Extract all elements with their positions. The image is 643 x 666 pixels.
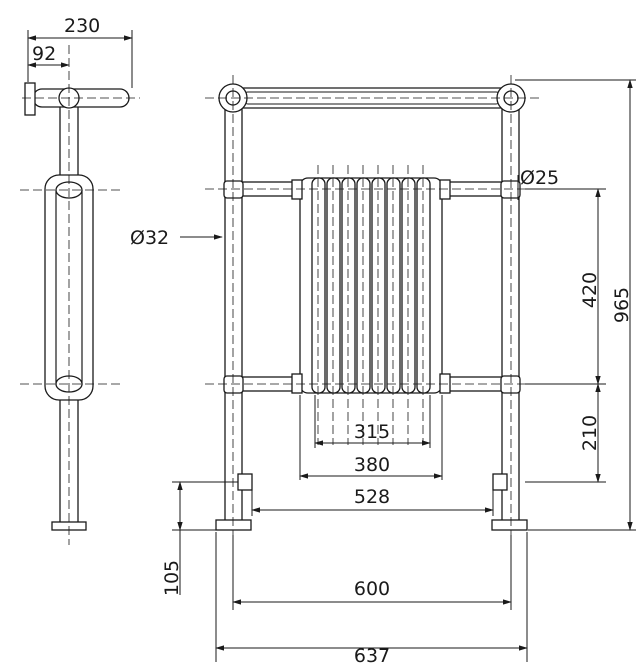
upper-left-collar (223, 180, 244, 199)
dimension-label-528: 528 (354, 486, 390, 508)
dimension-label-connection-diameter: Ø25 (520, 167, 559, 189)
dimension-label-965: 965 (611, 287, 633, 323)
right-valve (492, 473, 508, 491)
dimension-label-420: 420 (579, 272, 601, 308)
dimension-label-380: 380 (354, 454, 390, 476)
right-foot (491, 519, 528, 531)
dimensions: Ø32 Ø25 965 420 210 315 380 (130, 79, 636, 666)
lower-left-nut (291, 373, 303, 394)
right-leg (501, 99, 520, 526)
dimension-label-600: 600 (354, 578, 390, 600)
side-view: 230 92 (20, 15, 140, 545)
upper-right-collar (500, 180, 521, 199)
dimension-label-pipe-diameter: Ø32 (130, 227, 169, 249)
dimension-label-230: 230 (64, 15, 100, 37)
front-view (205, 75, 540, 560)
lower-left-collar (223, 375, 244, 394)
side-view-wall-plate (24, 82, 36, 116)
left-foot (215, 519, 252, 531)
dimension-label-105: 105 (161, 560, 183, 596)
radiator-sections (311, 177, 431, 394)
left-valve (237, 473, 253, 491)
left-leg (224, 99, 243, 526)
dimension-label-210: 210 (579, 415, 601, 451)
dimension-label-315: 315 (354, 421, 390, 443)
lower-right-nut (439, 373, 451, 394)
dimension-label-637: 637 (354, 645, 390, 666)
lower-right-collar (500, 375, 521, 394)
top-rail (221, 87, 523, 109)
dimension-label-92: 92 (32, 43, 56, 65)
upper-right-nut (439, 179, 451, 200)
upper-left-nut (291, 179, 303, 200)
